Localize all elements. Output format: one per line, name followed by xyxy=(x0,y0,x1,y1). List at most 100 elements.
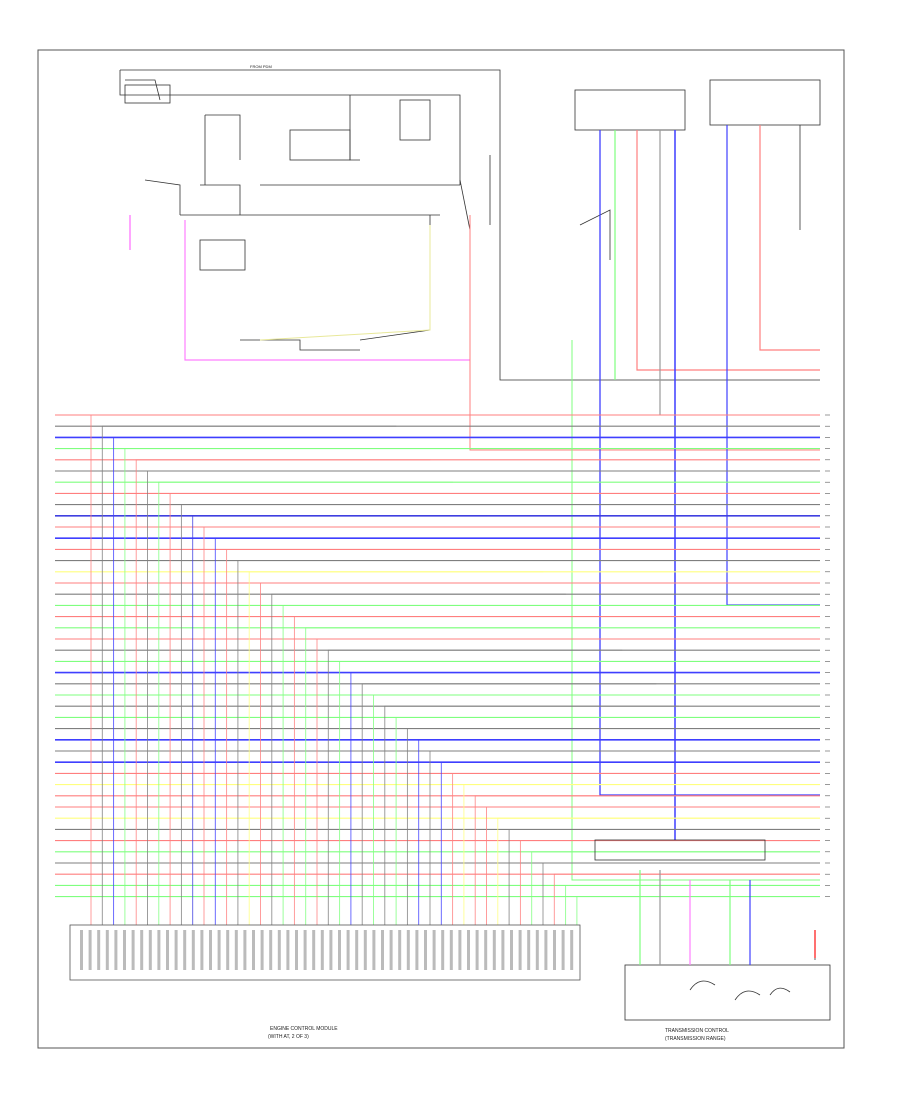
connector-pin xyxy=(570,930,574,970)
drop-wire xyxy=(452,772,747,925)
connector-pin xyxy=(467,930,470,970)
connector-pin xyxy=(338,930,341,970)
drop-wire xyxy=(429,750,724,925)
connector-pin xyxy=(277,930,281,970)
drop-wire xyxy=(497,817,790,925)
connector-pin xyxy=(286,930,290,970)
connector-pin xyxy=(226,930,230,970)
ecm-pins xyxy=(80,930,574,970)
drop-wire xyxy=(463,784,758,925)
connector-pin xyxy=(501,930,505,970)
blue-v1 xyxy=(599,130,820,796)
pink-wire-2 xyxy=(184,220,470,361)
connector-pin xyxy=(398,930,402,970)
drop-wire xyxy=(237,560,532,925)
drop-wire xyxy=(124,448,419,925)
ecm-connector xyxy=(69,924,581,981)
connector-pin xyxy=(80,930,83,970)
drop-wire xyxy=(260,582,555,925)
connector-pin xyxy=(381,930,384,970)
connector-pin xyxy=(191,930,195,970)
tcm-label-line2: (TRANSMISSION RANGE) xyxy=(665,1036,726,1042)
drop-wire xyxy=(553,873,790,925)
connector-pin xyxy=(449,930,453,970)
connector-pin xyxy=(260,930,264,970)
drop-wire xyxy=(350,672,645,925)
diagram-border xyxy=(37,49,845,1049)
connector-pin xyxy=(355,930,359,970)
connector-pin xyxy=(484,930,488,970)
connector-pin xyxy=(166,930,169,970)
connector-pin xyxy=(510,930,513,970)
drop-wire xyxy=(474,795,770,925)
connector-pin xyxy=(406,930,410,970)
connector-pin xyxy=(209,930,212,970)
drop-wire xyxy=(395,716,691,925)
connector-pin xyxy=(389,930,393,970)
drop-wire xyxy=(214,537,510,925)
connector-pin xyxy=(174,930,178,970)
connector-pin xyxy=(243,930,247,970)
drop-wire xyxy=(271,593,566,925)
connector-pin xyxy=(312,930,316,970)
drop-wire xyxy=(339,660,634,925)
drop-wire xyxy=(542,862,790,925)
drop-wire xyxy=(113,436,408,925)
drop-wire xyxy=(384,705,679,925)
drop-wire xyxy=(508,828,790,925)
drop-wire xyxy=(519,840,790,925)
connector-pin xyxy=(535,930,539,970)
drop-wire xyxy=(135,459,431,925)
drop-wire xyxy=(192,515,487,925)
connector-pin xyxy=(105,930,109,970)
drop-wire xyxy=(293,616,589,925)
top-right-connector xyxy=(574,79,821,260)
harness-drops xyxy=(90,414,790,925)
connector-pin xyxy=(527,930,531,970)
drop-wire xyxy=(418,739,713,925)
connector-pin xyxy=(97,930,101,970)
drop-wire xyxy=(226,548,521,925)
connector-pin xyxy=(458,930,462,970)
connector-pin xyxy=(123,930,126,970)
drop-wire xyxy=(531,851,790,925)
drop-wire xyxy=(327,649,623,925)
connector-pin xyxy=(252,930,255,970)
connector-pin xyxy=(441,930,445,970)
red-v3 xyxy=(759,125,820,351)
connector-pin xyxy=(303,930,307,970)
connector-pin xyxy=(320,930,324,970)
drop-wire xyxy=(305,627,600,925)
connector-pin xyxy=(183,930,187,970)
top-bus-label: FROM PDM xyxy=(250,64,272,69)
drop-wire xyxy=(248,571,544,925)
drop-wire xyxy=(169,492,465,925)
drop-wire xyxy=(158,481,453,925)
connector-pin xyxy=(363,930,367,970)
drop-wire xyxy=(282,604,578,925)
connector-pin xyxy=(544,930,548,970)
connector-pin xyxy=(88,930,92,970)
red-v1 xyxy=(636,130,820,371)
drop-wire xyxy=(147,470,442,925)
harness-bus xyxy=(55,414,830,898)
drop-wire xyxy=(203,526,498,925)
drop-wire xyxy=(180,504,476,925)
connector-pin xyxy=(475,930,479,970)
drop-wire xyxy=(486,806,781,925)
ecm-label-line1: ENGINE CONTROL MODULE xyxy=(270,1026,338,1032)
connector-pin xyxy=(140,930,144,970)
connector-pin xyxy=(234,930,238,970)
connector-pin xyxy=(329,930,333,970)
red-top-wire xyxy=(469,215,820,451)
drop-wire xyxy=(373,694,668,925)
yellow-wire-top xyxy=(259,225,431,341)
drop-wire xyxy=(101,425,397,925)
connector-pin xyxy=(131,930,135,970)
connector-pin xyxy=(372,930,376,970)
connector-pin xyxy=(269,930,273,970)
connector-pin xyxy=(200,930,204,970)
drop-wire xyxy=(90,414,385,925)
drop-wire xyxy=(406,728,702,925)
